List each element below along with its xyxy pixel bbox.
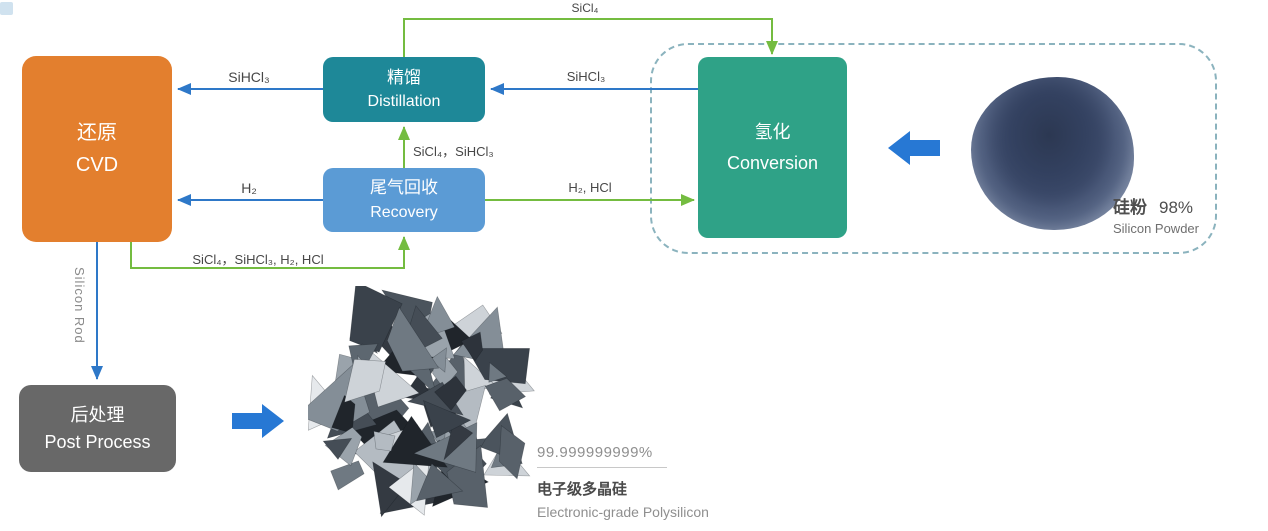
polysilicon-image (308, 286, 535, 518)
silicon-powder-caption: 硅粉 98% Silicon Powder (1113, 193, 1199, 236)
silicon-powder-name-en: Silicon Powder (1113, 221, 1199, 236)
polysilicon-chunk-facet (429, 347, 447, 373)
edge-label-recovery-to-distillation: SiCl₄，SiHCl₃ (413, 144, 494, 159)
edge-label-sihcl3-to-distillation: SiHCl₃ (566, 69, 606, 84)
polysilicon-chunk-facet (488, 362, 508, 383)
node-post-process-label-en: Post Process (44, 431, 151, 452)
silicon-powder-name-zh: 硅粉 (1113, 198, 1147, 217)
polysilicon-purity: 99.999999999% (537, 444, 667, 468)
node-distillation-label-zh: 精馏 (387, 67, 421, 87)
edge-label-sihcl3-to-cvd: SiHCl₃ (228, 69, 270, 85)
polysilicon-chunk-facet (498, 425, 526, 480)
polysilicon-caption: 99.999999999% 电子级多晶硅 Electronic-grade Po… (537, 444, 709, 520)
edge-label-h2-to-cvd: H₂ (241, 180, 257, 196)
conversion-feed-group-border (650, 43, 1217, 254)
polysilicon-chunk-facet (344, 358, 387, 403)
polysilicon-chunk-facet (443, 420, 474, 461)
polysilicon-chunk-facet (466, 348, 530, 385)
polysilicon-chunk-facet (322, 438, 353, 460)
polysilicon-chunk-facet (372, 461, 408, 518)
node-distillation: 精馏 Distillation (323, 57, 485, 122)
node-recovery-label-en: Recovery (370, 203, 438, 221)
polysilicon-chunk-facet (434, 375, 467, 411)
polysilicon-chunk-facet (484, 377, 526, 412)
polysilicon-chunk-facet (416, 463, 464, 502)
node-conversion-label-en: Conversion (726, 152, 819, 173)
polysilicon-chunk-facet (330, 460, 365, 491)
node-cvd-label-en: CVD (75, 154, 119, 176)
node-conversion: 氢化 Conversion (698, 57, 847, 238)
polysilicon-name-zh: 电子级多晶硅 (537, 481, 628, 498)
edge-label-cvd-to-recovery: SiCl₄，SiHCl₃, H₂, HCl (192, 252, 324, 267)
edge-label-silicon-rod: Silicon Rod (72, 267, 87, 344)
node-cvd: 还原 CVD (22, 56, 172, 242)
node-recovery: 尾气回收 Recovery (323, 168, 485, 232)
node-distillation-label-en: Distillation (367, 93, 441, 111)
silicon-powder-purity: 98% (1159, 198, 1194, 217)
polysilicon-chunk-facet (373, 430, 396, 452)
node-post-process: 后处理 Post Process (19, 385, 176, 472)
node-post-process-label-zh: 后处理 (70, 405, 125, 426)
polysilicon-chunk-facet (422, 399, 472, 439)
node-cvd-label-zh: 还原 (77, 122, 117, 144)
corner-artifact (0, 2, 13, 15)
polysilicon-chunk-facet (460, 331, 483, 362)
node-conversion-label-zh: 氢化 (754, 121, 791, 142)
edge-label-h2-hcl-to-conversion: H₂, HCl (568, 180, 612, 195)
node-recovery-label-zh: 尾气回收 (370, 178, 438, 198)
polysilicon-chunk-facet (331, 395, 356, 434)
block-arrow-postprocess-to-polysilicon (232, 404, 284, 438)
polysilicon-name-en: Electronic-grade Polysilicon (537, 504, 709, 520)
polysilicon-chunk-facet (386, 306, 440, 372)
silicon-powder-image (971, 77, 1134, 230)
edge-label-sicl4: SiCl₄ (571, 1, 599, 15)
